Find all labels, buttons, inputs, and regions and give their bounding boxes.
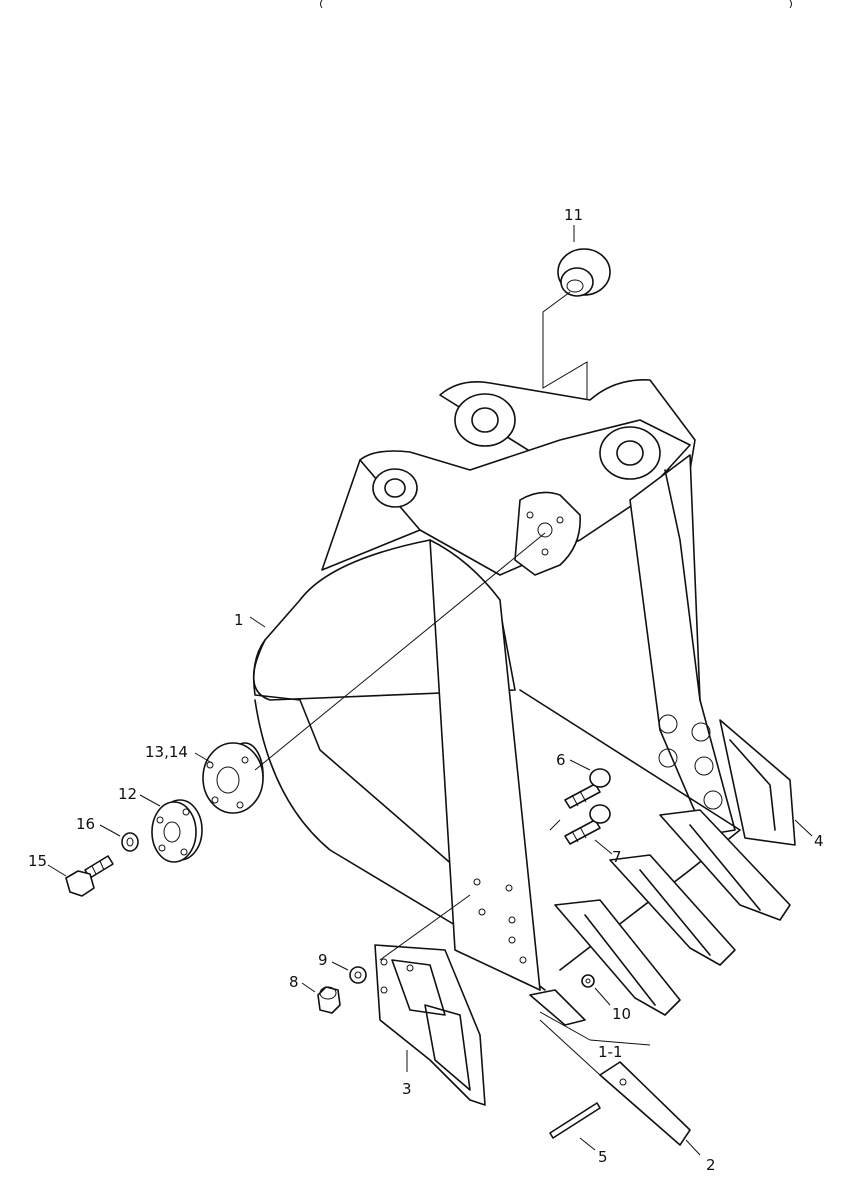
side-cutter-part-3 <box>374 944 486 1106</box>
label-7: 7 <box>612 848 622 866</box>
bolt-part-6 <box>564 768 611 809</box>
leader-2 <box>539 1019 701 1156</box>
leader-15 <box>47 864 67 877</box>
label-2: 2 <box>706 1156 716 1174</box>
label-8: 8 <box>289 973 299 991</box>
label-13-14: 13,14 <box>145 743 188 761</box>
label-10: 10 <box>612 1005 631 1023</box>
label-12: 12 <box>118 785 137 803</box>
side-cutter-part-4 <box>719 719 796 846</box>
bolt-part-7 <box>564 804 611 845</box>
label-5: 5 <box>598 1148 608 1166</box>
label-1-1: 1-1 <box>598 1043 623 1061</box>
nut-part-8 <box>317 986 341 1014</box>
label-1: 1 <box>234 611 244 629</box>
leader-3 <box>379 894 471 1072</box>
tooth-part-2 <box>599 1061 691 1146</box>
bushing-part-13-14 <box>202 742 264 814</box>
bushing-part-11 <box>557 248 611 297</box>
leader-16 <box>99 824 121 837</box>
label-11: 11 <box>564 206 583 224</box>
bucket-body-part-1 <box>252 379 741 991</box>
leader-6 <box>549 759 591 831</box>
label-4: 4 <box>814 832 824 850</box>
leader-4 <box>794 819 813 837</box>
bolt-part-15 <box>65 855 114 897</box>
tooth-adapters <box>529 809 791 1026</box>
leader-12 <box>139 794 161 807</box>
leader-13-14 <box>194 532 546 771</box>
label-15: 15 <box>28 852 47 870</box>
label-3: 3 <box>402 1080 412 1098</box>
label-6: 6 <box>556 751 566 769</box>
leader-8 <box>301 982 316 993</box>
leader-1-1 <box>539 1011 651 1046</box>
leader-1 <box>249 616 266 628</box>
pin-part-5 <box>549 1102 601 1139</box>
header-parenthesis-marks <box>320 0 792 9</box>
washer-part-10 <box>581 974 595 988</box>
washer-part-16 <box>121 832 139 852</box>
leader-5 <box>579 1137 596 1151</box>
leader-9 <box>331 961 349 971</box>
leader-7 <box>594 839 613 855</box>
label-16: 16 <box>76 815 95 833</box>
label-9: 9 <box>318 951 328 969</box>
leader-10 <box>594 987 611 1006</box>
flange-part-12 <box>151 799 203 863</box>
washer-part-9 <box>349 966 367 984</box>
